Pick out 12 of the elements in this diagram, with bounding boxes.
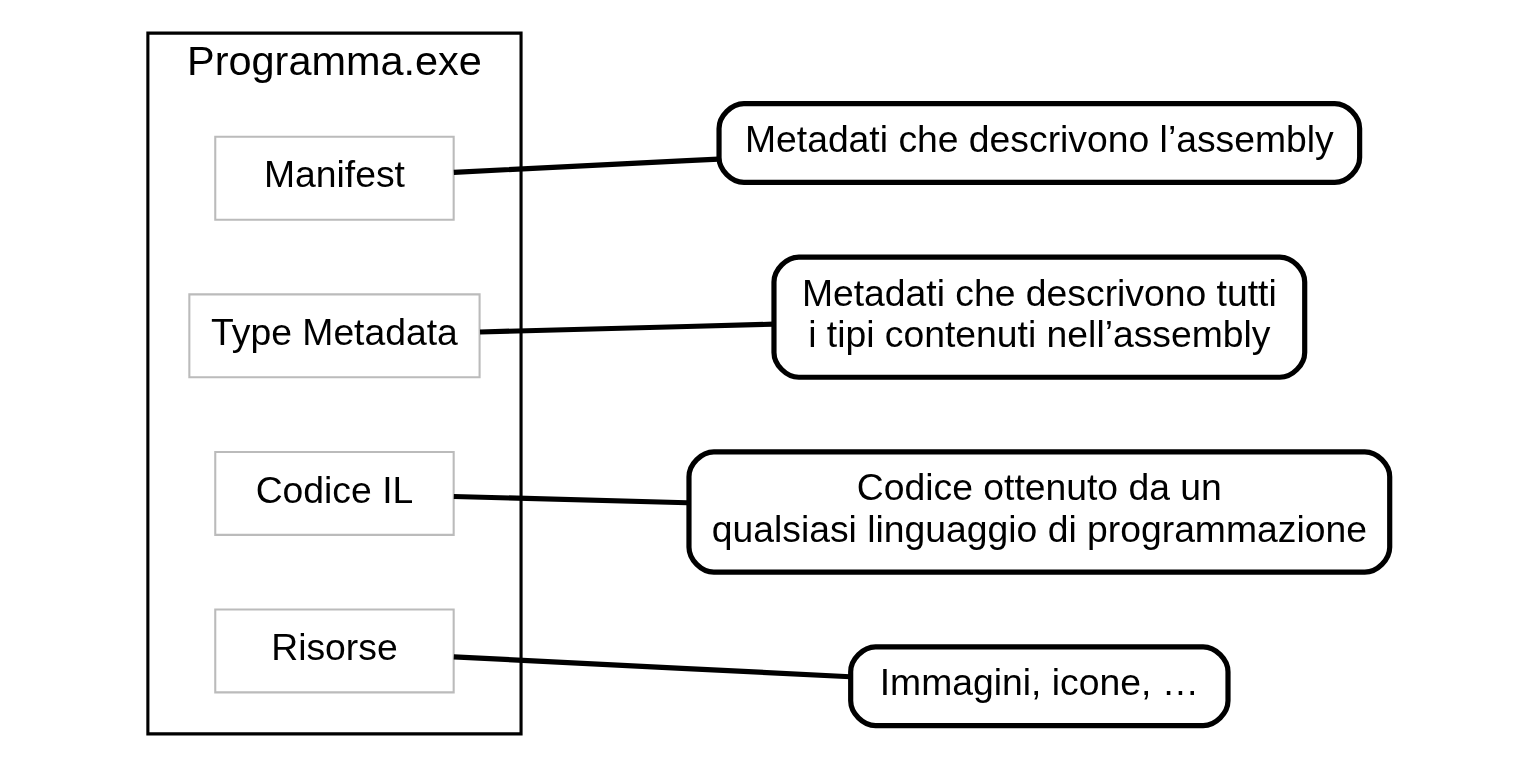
- node-box: Risorse: [214, 608, 455, 694]
- node-box: Metadati che descrivono l’assembly: [716, 101, 1363, 185]
- node-box: Codice IL: [214, 450, 455, 536]
- connector: [479, 321, 774, 335]
- node-box: Immagini, icone, …: [848, 644, 1231, 729]
- connector: [453, 654, 851, 680]
- connector: [453, 493, 689, 506]
- node-box: Metadati che descrivono tutti i tipi contenuti nell’assembly: [771, 254, 1308, 380]
- connector: [453, 156, 719, 175]
- node-box: Manifest: [214, 135, 455, 221]
- node-box: Codice ottenuto da un qualsiasi linguaggio di programmazione: [686, 449, 1393, 575]
- node-box: Type Metadata: [188, 293, 481, 379]
